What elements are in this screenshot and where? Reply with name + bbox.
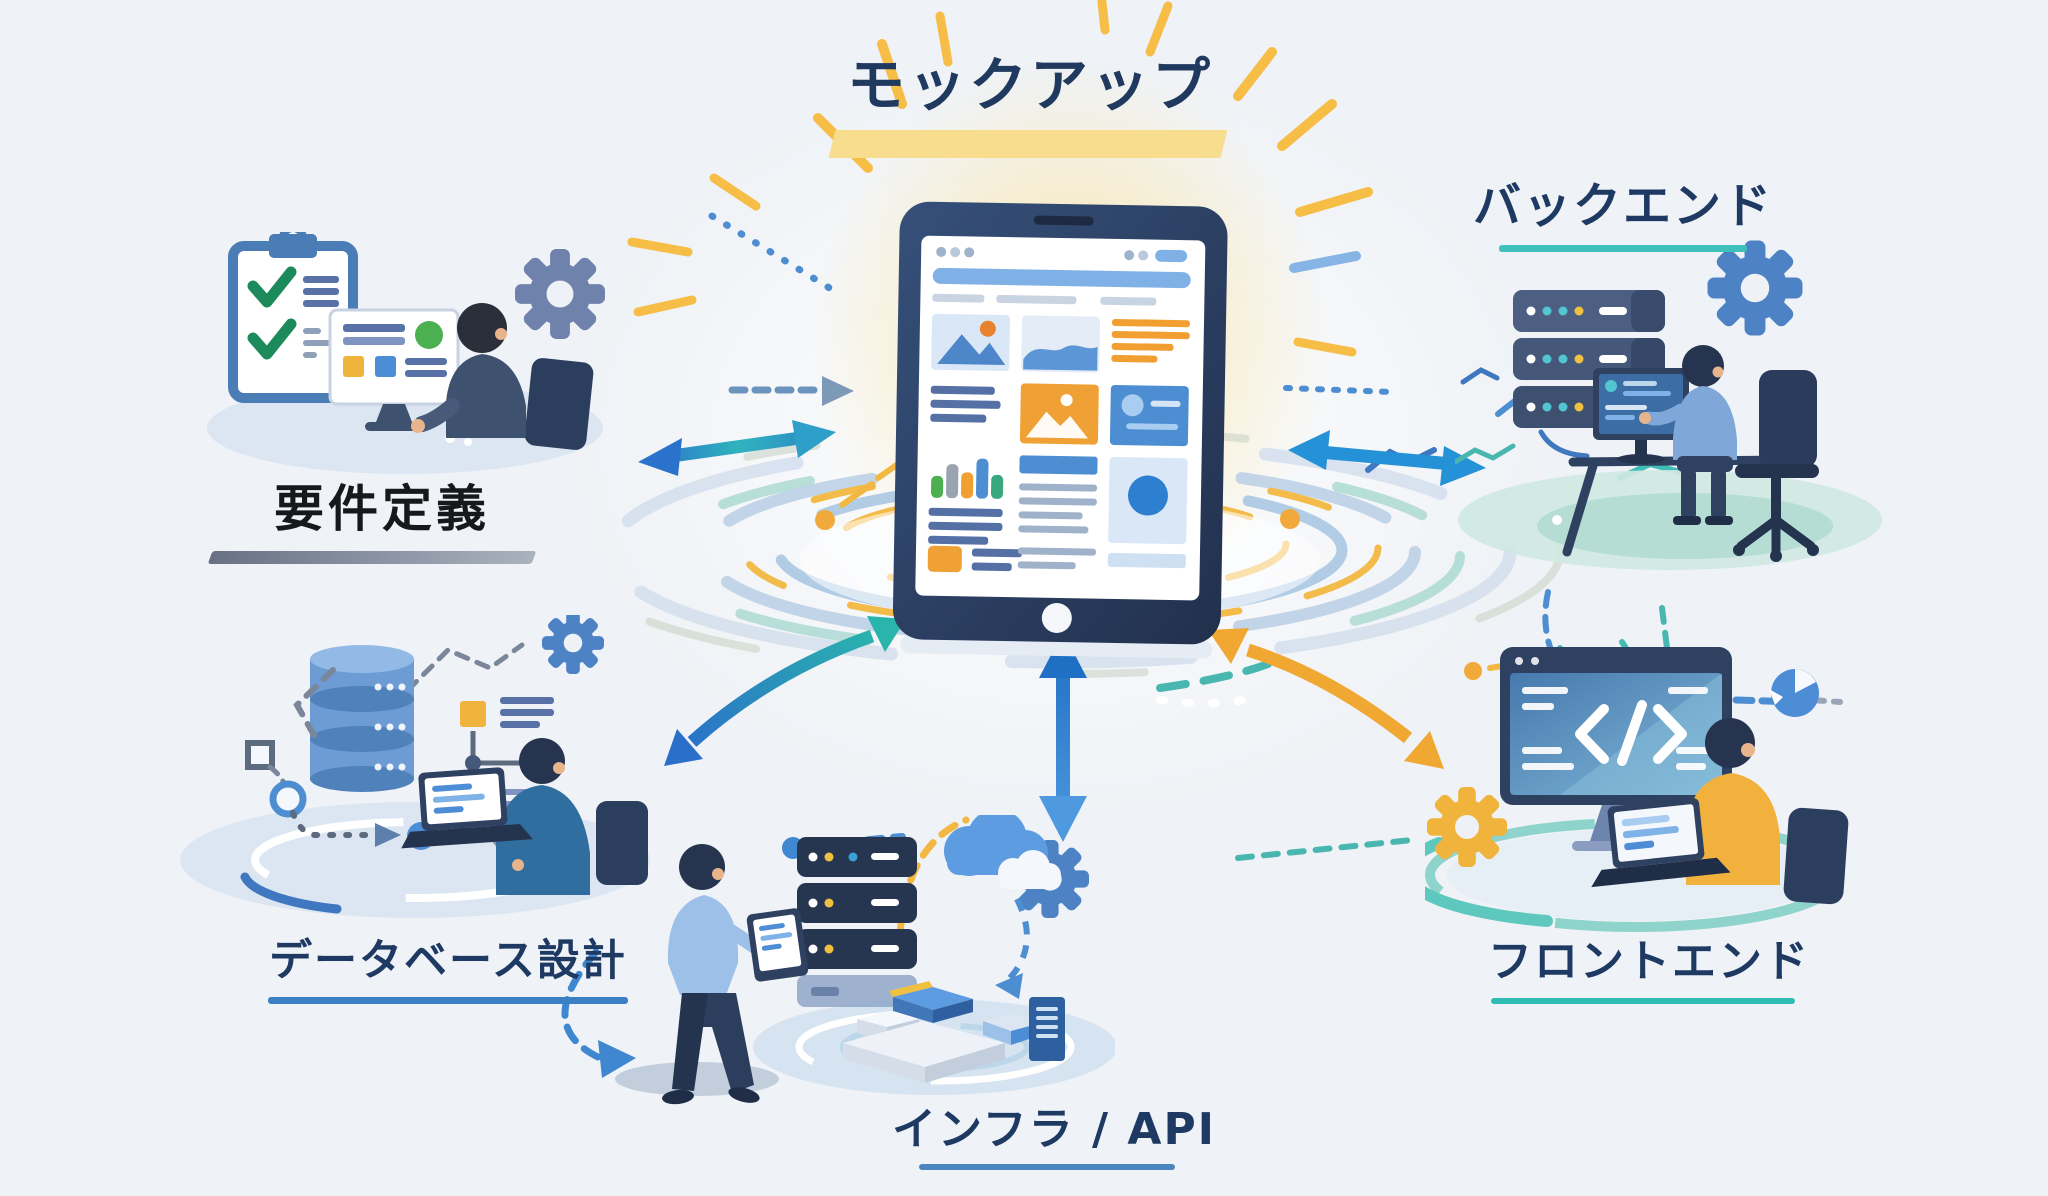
gear-icon — [515, 249, 605, 339]
infra-illustration — [615, 815, 1115, 1105]
frontend-underline — [1491, 998, 1795, 1005]
mockup-illustration — [892, 201, 1228, 659]
browser-dots — [936, 246, 1188, 263]
arrow-mockup-database — [664, 616, 906, 766]
text-lines-orange — [1111, 318, 1190, 363]
person-figure — [1639, 345, 1737, 525]
standing-person-tablet-figure — [662, 844, 809, 1105]
code-glyph — [1575, 700, 1687, 766]
image-placeholder-wave — [1021, 315, 1101, 373]
monitor-icon — [328, 308, 460, 431]
infra-label: インフラ / API — [892, 1104, 1217, 1155]
light-strip — [1107, 552, 1186, 569]
arrow-mockup-frontend — [1208, 628, 1444, 769]
requirements-underline — [207, 551, 537, 564]
card-circle — [1108, 456, 1188, 545]
text-lines-slate-2 — [1017, 547, 1096, 570]
chair — [596, 801, 648, 885]
image-placeholder-orange — [1019, 383, 1099, 445]
backend-label: バックエンド — [1472, 178, 1773, 234]
frontend-label: フロントエンド — [1488, 936, 1810, 987]
gear-icon — [1427, 787, 1507, 867]
node-label-database: データベース設計 — [248, 936, 648, 1005]
person-figure — [411, 303, 594, 450]
requirements-label: 要件定義 — [274, 480, 490, 538]
tablet-icon — [746, 908, 809, 982]
circuit-lines — [1455, 367, 1516, 465]
wireframe-content — [927, 246, 1191, 573]
database-illustration — [180, 615, 650, 918]
database-cylinder-icon — [310, 645, 414, 792]
office-chair-icon — [1733, 370, 1819, 562]
node-label-infra: インフラ / API — [892, 1104, 1217, 1171]
chair — [1783, 807, 1849, 905]
code-monitor-icon — [1500, 647, 1732, 851]
laptop-icon — [1591, 797, 1731, 888]
text-lines-navy-2 — [928, 507, 1003, 545]
frontend-illustration — [1425, 647, 1849, 932]
gear-icon — [1707, 240, 1803, 336]
sunburst-rays — [627, 0, 1373, 357]
tablet-mockup — [892, 201, 1228, 659]
node-label-backend: バックエンド — [1468, 180, 1778, 252]
orange-button — [927, 545, 962, 573]
bar-chart-mini — [930, 458, 1004, 499]
office-chair-icon — [524, 358, 594, 450]
gear-icon — [542, 615, 604, 674]
node-label-frontend: フロントエンド — [1488, 936, 1810, 1005]
database-underline — [268, 997, 628, 1005]
arrow-mockup-backend — [1288, 430, 1486, 486]
person-laptop-figure — [496, 738, 648, 895]
check-icon — [247, 266, 297, 308]
text-lines-slate — [1018, 483, 1098, 534]
diagram-title: モックアップ — [812, 38, 1248, 158]
backend-illustration — [1455, 240, 1882, 570]
cloud-icon — [944, 815, 1061, 889]
image-placeholder-mountain — [931, 313, 1011, 372]
text-lines-navy-3 — [971, 548, 1022, 572]
pie-icon — [1769, 669, 1819, 717]
database-label: データベース設計 — [269, 936, 627, 986]
requirements-illustration — [207, 232, 605, 474]
title-highlight — [828, 130, 1228, 158]
server-rack-icon — [797, 837, 917, 1007]
check-icon — [247, 318, 297, 360]
infra-underline — [919, 1164, 1175, 1171]
node-label-requirements: 要件定義 — [207, 480, 554, 564]
card-blue — [1109, 384, 1189, 447]
blocks-stack-icon — [843, 981, 1065, 1083]
laptop-icon — [401, 767, 533, 849]
home-button — [1041, 602, 1072, 633]
tablet-speaker — [1033, 215, 1094, 226]
text-lines-navy — [930, 385, 1001, 423]
text-lines-gray — [932, 293, 1157, 306]
search-bar — [932, 267, 1191, 289]
arrow-mockup-requirements — [638, 420, 836, 476]
title-text: モックアップ — [846, 51, 1213, 119]
blue-band — [1019, 455, 1098, 475]
person-figure — [1661, 718, 1849, 905]
backend-underline — [1499, 244, 1747, 252]
